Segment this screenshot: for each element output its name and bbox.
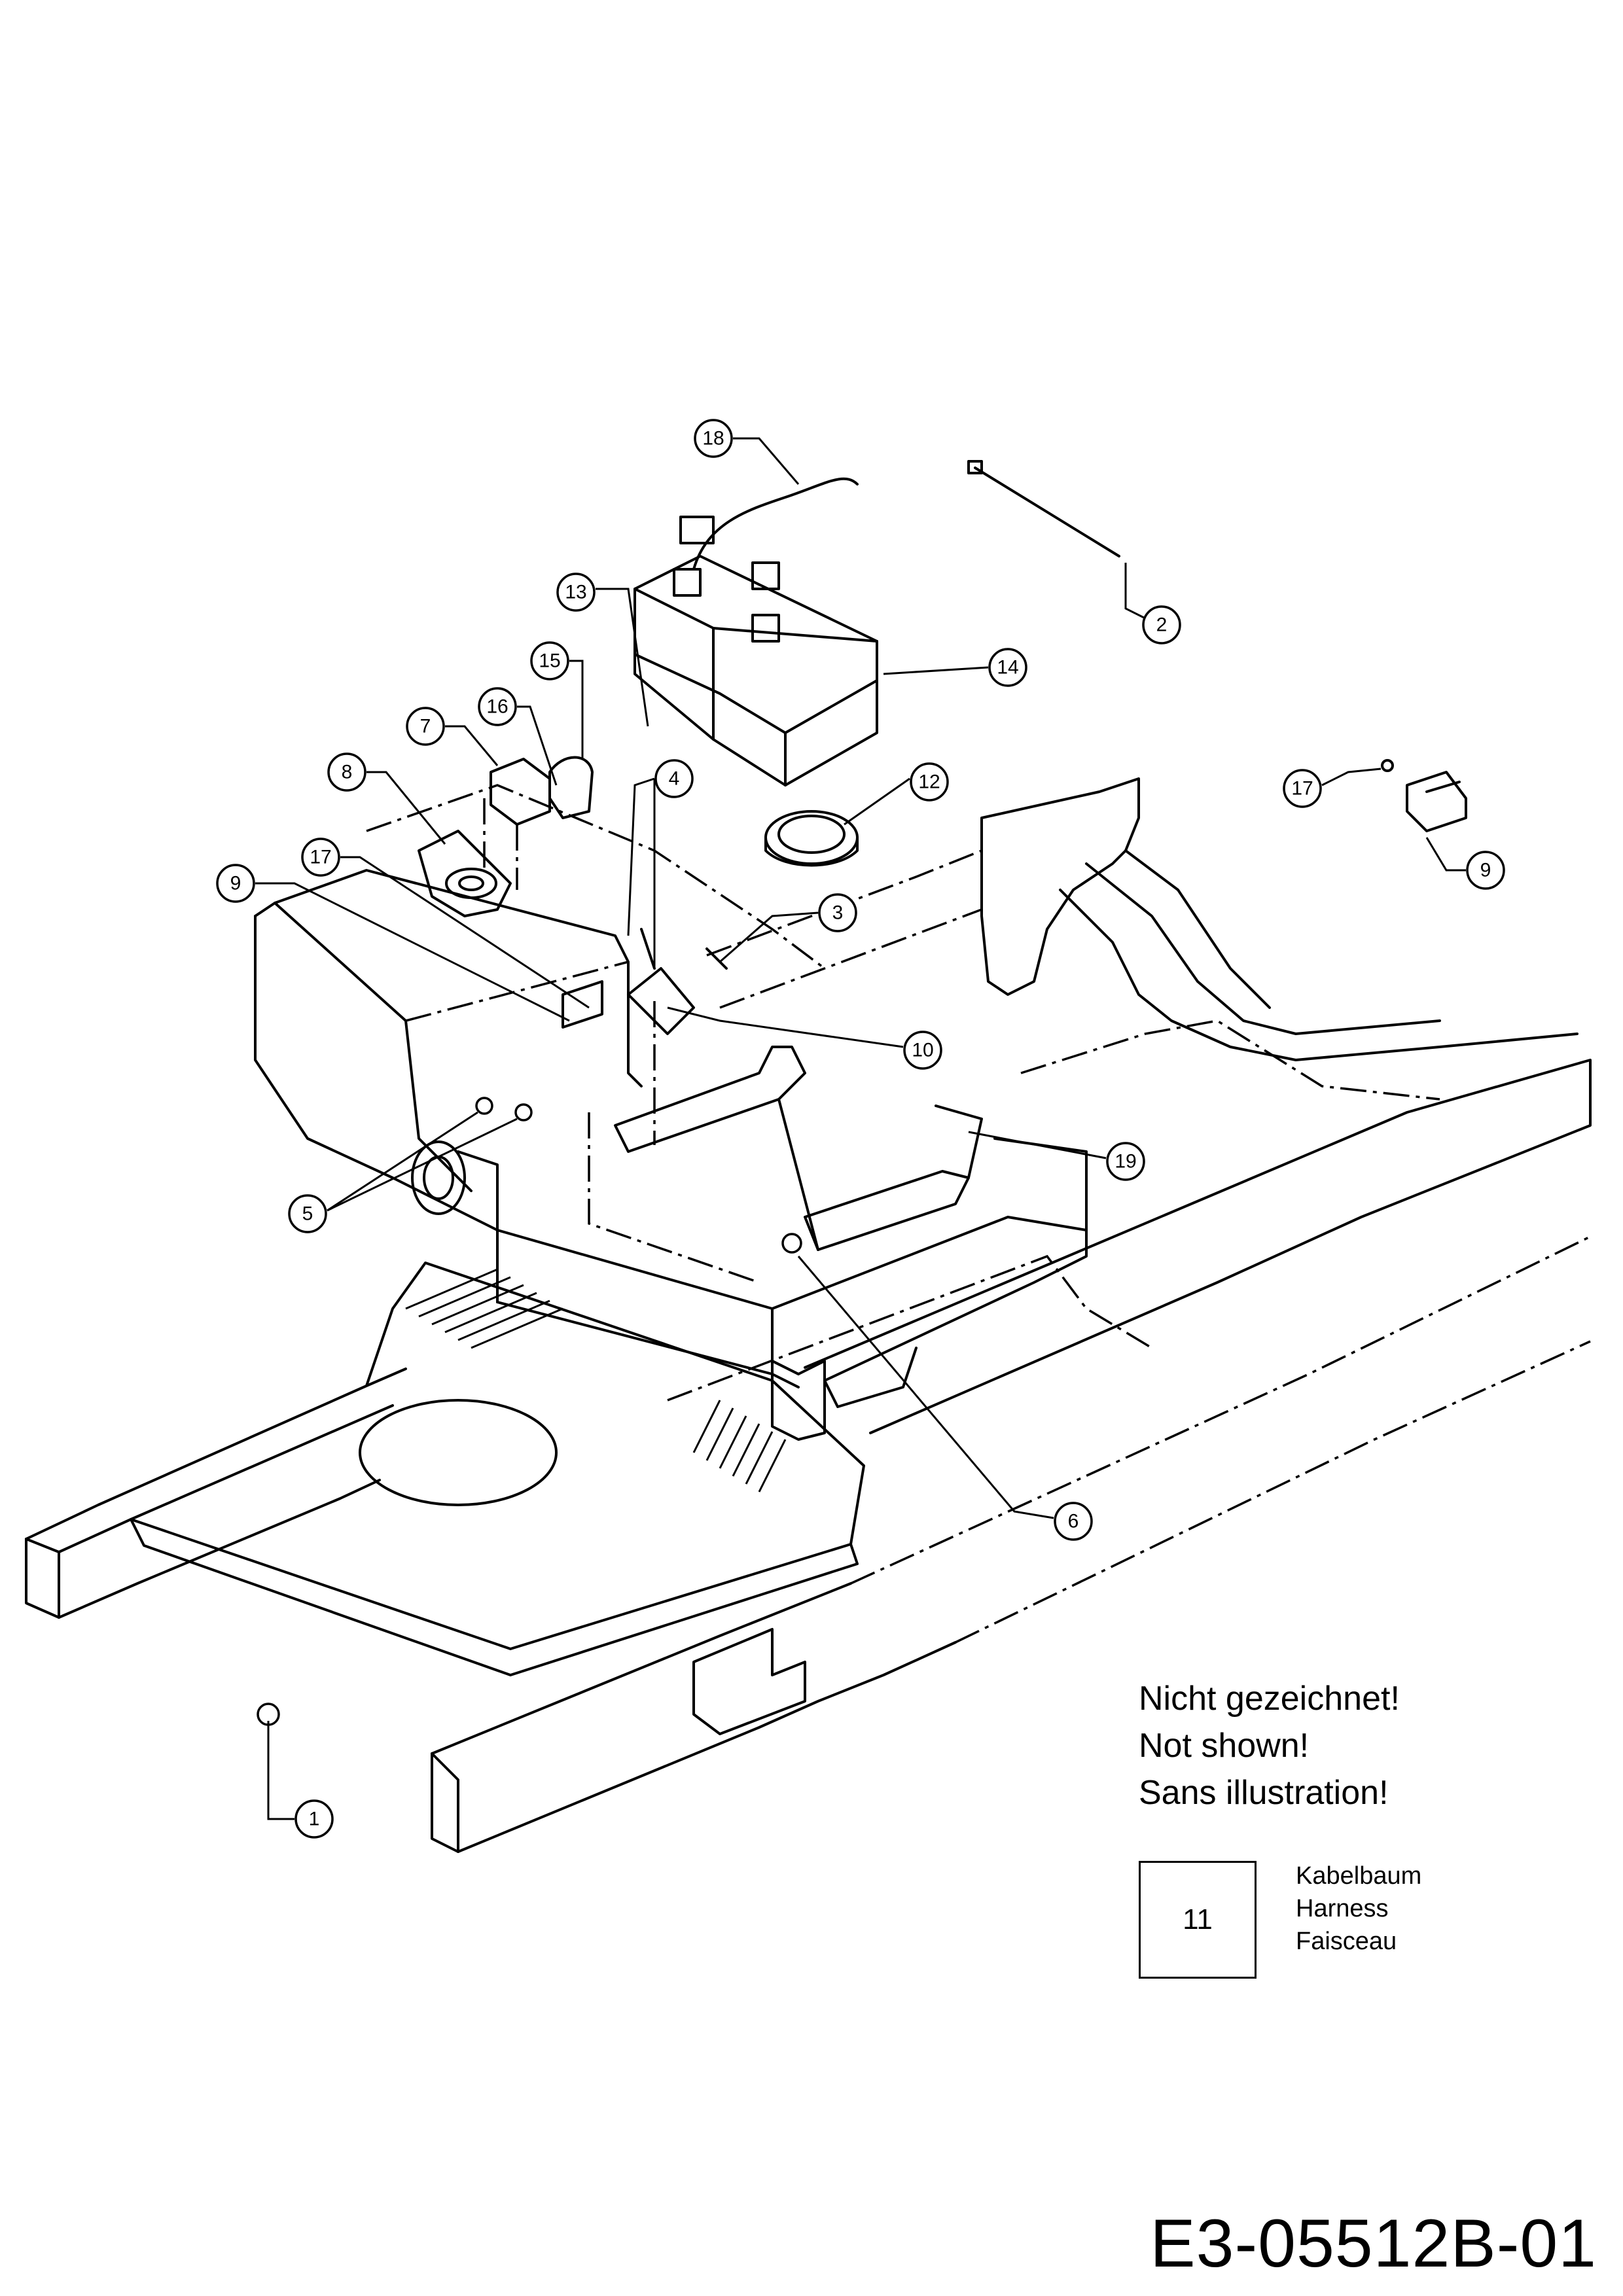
svg-text:3: 3 xyxy=(832,902,844,924)
callout-16: 16 xyxy=(478,687,517,726)
callout-6: 2 xyxy=(1142,605,1181,645)
legend-part-box: 11 xyxy=(1139,1861,1257,1979)
svg-text:9: 9 xyxy=(1480,860,1491,881)
svg-text:17: 17 xyxy=(310,847,331,868)
callout-17-right: 17 xyxy=(1283,769,1322,808)
callout-19: 19 xyxy=(1106,1142,1145,1181)
callout-3: 6 xyxy=(1054,1502,1093,1541)
fasteners xyxy=(257,1097,802,1726)
callout-9-left: 9 xyxy=(216,864,255,903)
callout-12: 12 xyxy=(910,762,949,802)
callout-9-right: 9 xyxy=(1466,851,1505,890)
center-switch-cluster xyxy=(562,928,728,1035)
ignition-key xyxy=(548,756,594,819)
legend-label-en: Harness xyxy=(1296,1895,1389,1922)
callout-18: 18 xyxy=(694,419,733,458)
relay xyxy=(483,758,551,890)
callout-2: 3 xyxy=(818,893,857,932)
svg-text:12: 12 xyxy=(918,771,940,793)
callout-4: 4 xyxy=(654,759,694,798)
legend-label-de: Kabelbaum xyxy=(1296,1862,1422,1890)
seat-box xyxy=(254,784,1088,1441)
switch xyxy=(1381,759,1467,832)
legend-part-number: 11 xyxy=(1183,1903,1213,1935)
not-shown-fr: Sans illustration! xyxy=(1139,1774,1389,1812)
callout-1: 1 xyxy=(294,1799,334,1839)
svg-text:15: 15 xyxy=(539,650,560,672)
svg-text:9: 9 xyxy=(230,873,241,894)
rod xyxy=(967,460,1120,557)
svg-text:10: 10 xyxy=(912,1040,933,1061)
speaker xyxy=(764,810,859,867)
battery-cable xyxy=(679,477,859,571)
callout-7: 7 xyxy=(406,707,445,746)
legend-labels: Kabelbaum Harness Faisceau xyxy=(1296,1860,1421,1958)
svg-text:13: 13 xyxy=(565,582,586,603)
drawing-id: E3-05512B-01 xyxy=(1150,2206,1597,2282)
callout-15: 15 xyxy=(530,641,569,680)
callout-13: 13 xyxy=(556,573,596,612)
callout-17-left: 17 xyxy=(301,838,340,877)
svg-text:14: 14 xyxy=(997,657,1018,679)
not-shown-de: Nicht gezeichnet! xyxy=(1139,1680,1400,1718)
leader-lines xyxy=(255,437,1466,1820)
legend-label-fr: Faisceau xyxy=(1296,1928,1397,1955)
svg-text:19: 19 xyxy=(1115,1151,1136,1173)
vent-slots xyxy=(405,1268,787,1492)
battery xyxy=(633,555,878,786)
callout-8: 8 xyxy=(327,752,366,792)
svg-text:4: 4 xyxy=(669,768,680,790)
svg-text:16: 16 xyxy=(486,696,508,718)
chassis-frame xyxy=(25,777,1592,1853)
seat-switch xyxy=(418,830,512,917)
svg-text:2: 2 xyxy=(1156,614,1168,636)
svg-text:17: 17 xyxy=(1291,778,1313,800)
svg-text:18: 18 xyxy=(702,428,724,450)
callout-10: 10 xyxy=(903,1031,942,1070)
callout-5: 5 xyxy=(288,1194,327,1233)
svg-text:6: 6 xyxy=(1068,1511,1079,1532)
svg-text:7: 7 xyxy=(420,716,431,737)
svg-text:8: 8 xyxy=(342,762,353,783)
svg-text:1: 1 xyxy=(309,1809,320,1830)
callout-14: 14 xyxy=(988,648,1027,687)
not-shown-en: Not shown! xyxy=(1139,1727,1310,1765)
not-shown-note: Nicht gezeichnet! Not shown! Sans illust… xyxy=(1139,1675,1400,1816)
svg-text:5: 5 xyxy=(302,1203,313,1225)
